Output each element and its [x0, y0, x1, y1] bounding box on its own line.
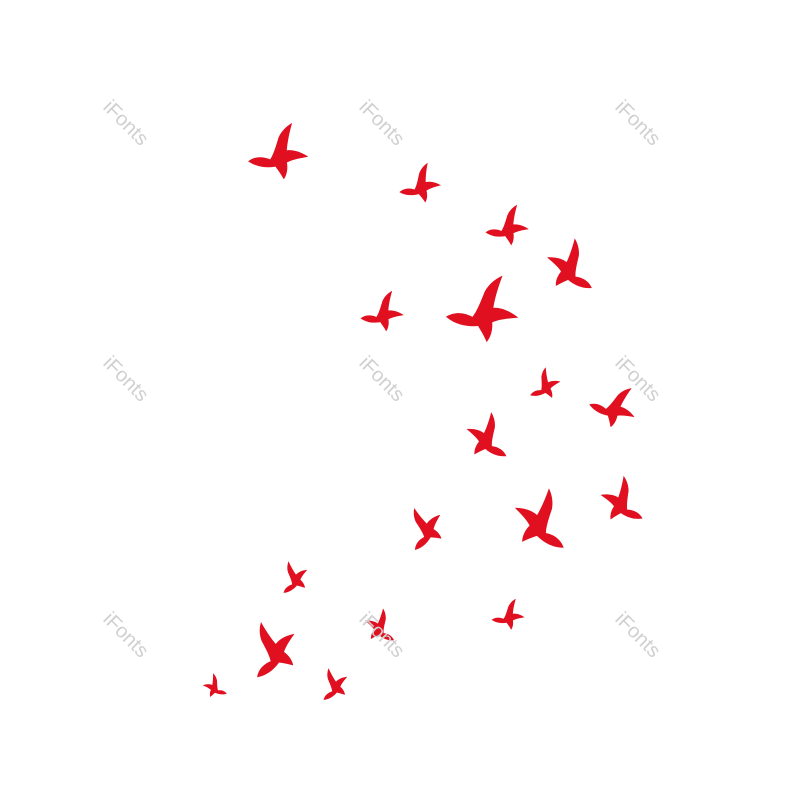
bird-silhouette — [270, 557, 315, 602]
bird-silhouette — [521, 364, 566, 407]
bird-silhouette — [396, 501, 452, 559]
bird-silhouette — [242, 121, 312, 185]
bird-silhouette — [536, 232, 610, 305]
bird-silhouette — [233, 614, 309, 691]
bird-silhouette — [393, 160, 445, 209]
bird-silhouette — [501, 480, 587, 566]
bird-silhouette — [481, 203, 532, 250]
bird-silhouette — [457, 406, 522, 471]
bird-silhouette — [356, 289, 407, 336]
bird-silhouette — [592, 471, 657, 535]
bird-silhouette — [488, 597, 527, 633]
bird-silhouette — [310, 664, 355, 709]
bird-silhouette — [199, 671, 233, 703]
bird-silhouette — [442, 274, 521, 346]
